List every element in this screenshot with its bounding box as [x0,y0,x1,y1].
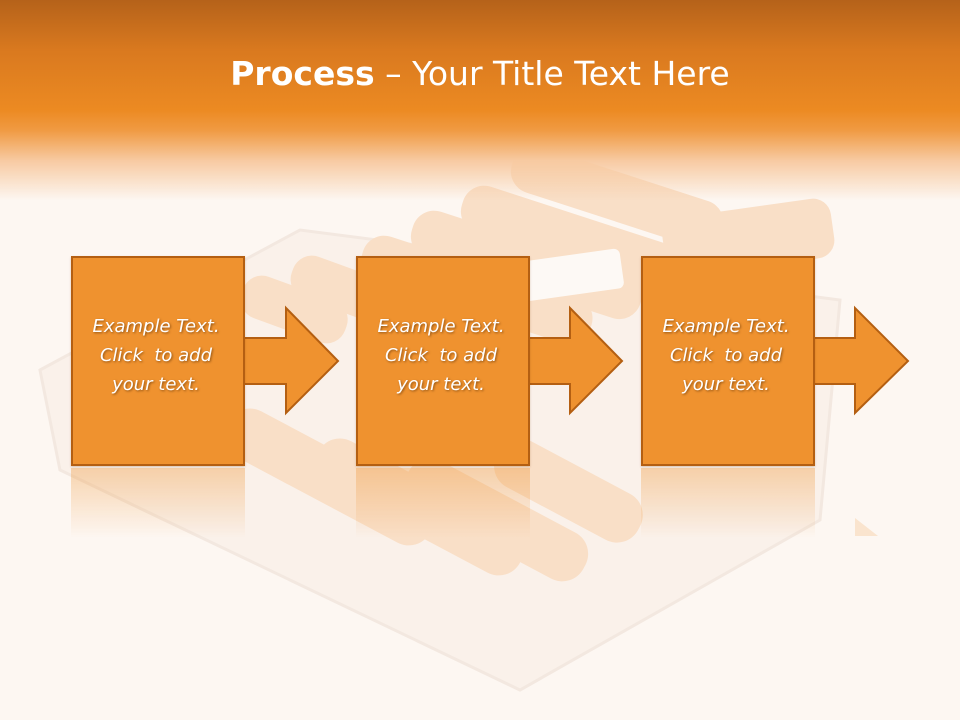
step-line-3: your text. [682,374,770,395]
title-bold: Process [230,54,375,93]
step-1-reflection [71,468,245,538]
step-text[interactable]: Example Text. Click to add your text. [356,312,526,399]
step-text[interactable]: Example Text. Click to add your text. [641,312,811,399]
step-3-reflection [641,468,815,538]
step-box [71,256,245,466]
arrow-3-reflection-icon [855,518,878,536]
title-separator: – [374,54,413,93]
step-box [356,256,530,466]
process-step-1[interactable]: Example Text. Click to add your text. [71,256,245,466]
arrow-3-icon [813,305,910,416]
arrow-2-icon [528,305,624,416]
step-line-1: Example Text. [92,316,220,337]
step-text[interactable]: Example Text. Click to add your text. [71,312,241,399]
title-rest: Your Title Text Here [412,54,730,93]
process-step-2[interactable]: Example Text. Click to add your text. [356,256,530,466]
step-line-2: Click to add [384,345,497,366]
title-banner [0,0,960,200]
step-line-2: Click to add [99,345,212,366]
step-2-reflection [356,468,530,538]
step-line-1: Example Text. [662,316,790,337]
step-line-3: your text. [112,374,200,395]
step-line-1: Example Text. [377,316,505,337]
step-box [641,256,815,466]
arrow-1-icon [243,305,340,416]
step-line-2: Click to add [669,345,782,366]
step-line-3: your text. [397,374,485,395]
process-step-3[interactable]: Example Text. Click to add your text. [641,256,815,466]
slide-title[interactable]: Process – Your Title Text Here [0,52,960,96]
